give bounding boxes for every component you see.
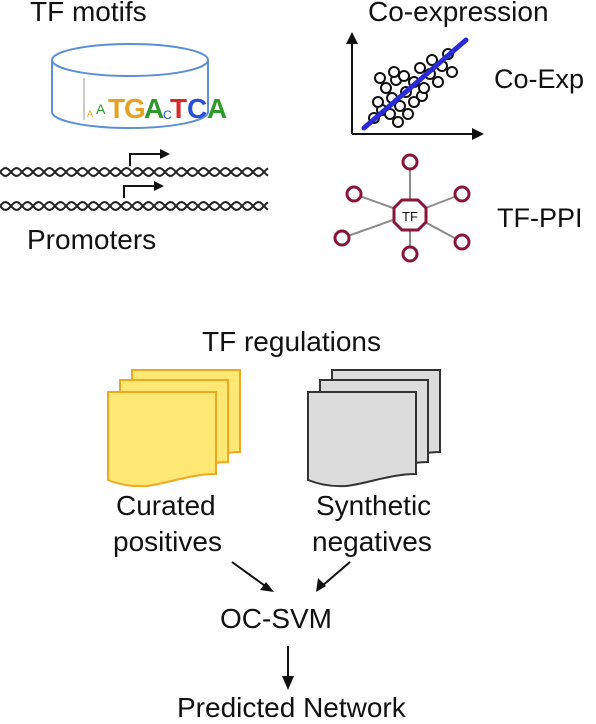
svg-text:A: A [144, 93, 164, 124]
ppi-partner-node [453, 233, 471, 251]
synthetic-negatives-stack [307, 369, 441, 488]
svg-text:G: G [124, 93, 146, 124]
scatter-point [414, 62, 426, 74]
svg-text:C: C [187, 93, 207, 124]
scatter-point [402, 108, 414, 120]
svg-text:A: A [87, 109, 93, 119]
tf-hub-node [392, 198, 428, 232]
flow-arrow-to-network [282, 646, 294, 690]
tf-hub-label: TF [402, 209, 418, 224]
promoters-label: Promoters [27, 224, 157, 255]
tf-regulations-title: TF regulations [202, 326, 381, 357]
curated-label-line2: positives [113, 526, 222, 557]
scatter-point [398, 70, 410, 82]
ppi-partner-node [453, 185, 471, 203]
scatter-point [408, 96, 420, 108]
svg-text:A: A [207, 93, 227, 124]
motif-database-cylinder: A A T G A C T C A [51, 43, 227, 129]
synthetic-label-line2: negatives [312, 526, 432, 557]
tss-arrow-icon [129, 153, 160, 166]
scatter-point [432, 76, 444, 88]
scatter-point [446, 66, 458, 78]
co-exp-label: Co-Exp [494, 64, 585, 94]
scatter-point [394, 100, 406, 112]
tss-arrow-icon [123, 185, 154, 198]
tf-motifs-title: TF motifs [30, 0, 147, 27]
curated-positives-stack [107, 369, 241, 488]
scatter-point [384, 108, 396, 120]
scatter-point [388, 66, 400, 78]
svg-text:T: T [108, 93, 125, 124]
scatter-point [418, 82, 430, 94]
synthetic-label-line1: Synthetic [316, 490, 432, 521]
co-expression-scatter-plot [346, 32, 484, 140]
promoter-dna-strands [0, 149, 269, 211]
sequence-logo: A A T G A C T C A [87, 93, 227, 124]
curated-label-line1: Curated [116, 490, 216, 521]
svg-text:A: A [96, 101, 106, 117]
scatter-point [372, 96, 384, 108]
ppi-partner-node [333, 229, 351, 247]
regression-line [361, 37, 469, 131]
predicted-network-label: Predicted Network [177, 692, 406, 723]
ocsvm-label: OC-SVM [220, 603, 332, 634]
scatter-point [426, 54, 438, 66]
scatter-point [392, 116, 404, 128]
tf-ppi-label: TF-PPI [497, 203, 583, 233]
ppi-partner-node [401, 153, 419, 171]
ppi-partner-node [401, 245, 419, 263]
svg-text:T: T [170, 93, 187, 124]
flow-arrows-to-ocsvm [231, 561, 351, 592]
ppi-partner-node [345, 185, 363, 203]
svg-text:C: C [163, 108, 172, 122]
scatter-point [374, 72, 386, 84]
tf-ppi-network: TF [333, 153, 471, 263]
co-expression-title: Co-expression [368, 0, 549, 27]
scatter-point [380, 82, 392, 94]
